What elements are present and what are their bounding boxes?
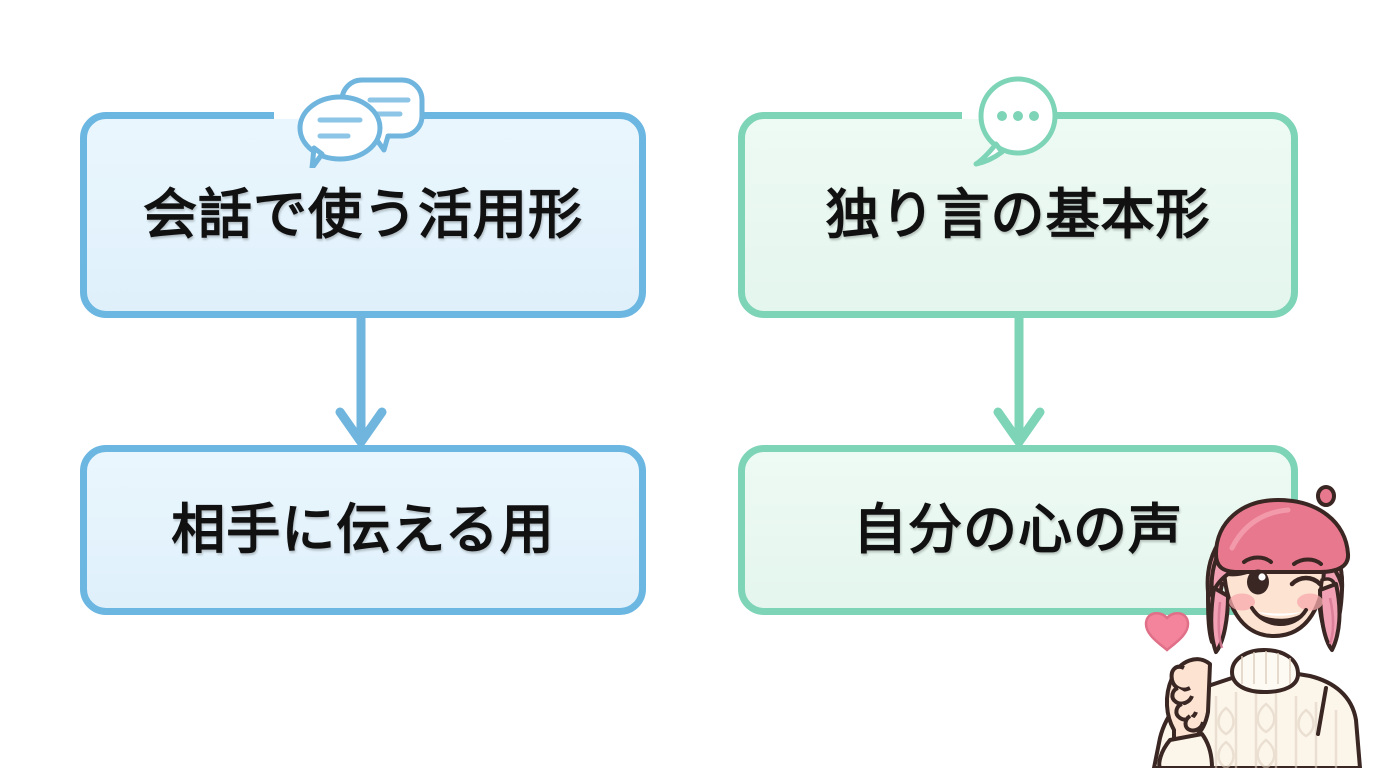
node-monologue-top-label: 独り言の基本形 [825,183,1211,246]
node-conversation-bottom-label: 相手に伝える用 [171,498,555,561]
node-monologue-bottom[interactable]: 自分の心の声 [738,445,1298,615]
node-monologue-bottom-label: 自分の心の声 [853,498,1183,561]
connector-arrow-monologue [988,316,1050,448]
two-speech-bubbles-icon [296,72,426,171]
node-conversation-top-label: 会話で使う活用形 [143,183,583,246]
connector-arrow-conversation [330,316,392,448]
speech-bubble-dots-icon [968,72,1064,168]
node-conversation-bottom[interactable]: 相手に伝える用 [80,445,646,615]
winking-girl-finger-heart-illustration [1112,472,1376,768]
